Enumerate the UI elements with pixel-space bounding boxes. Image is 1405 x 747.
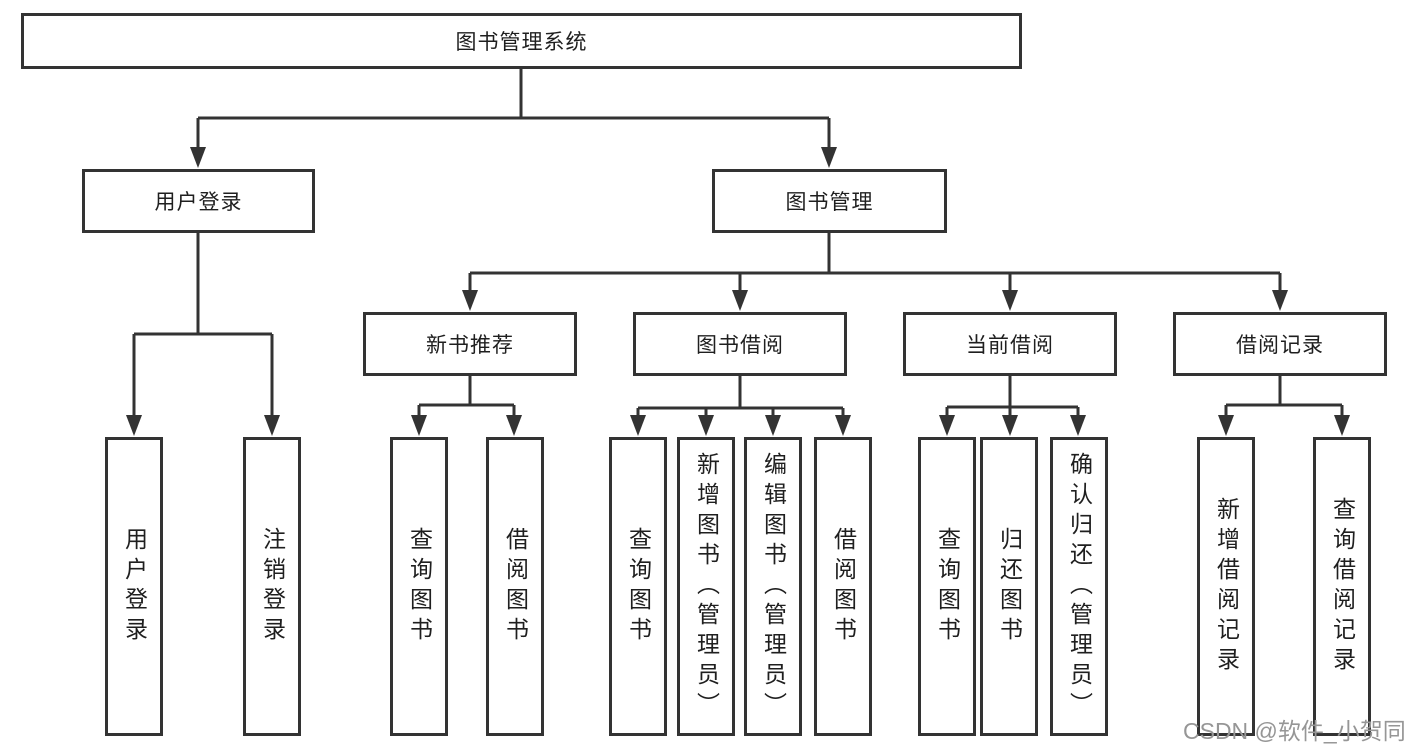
node-root-system: 图书管理系统 [21, 13, 1022, 69]
arrowhead-leaf-add-record [1218, 415, 1234, 436]
leaf-user-login-label: 用户登录 [121, 526, 148, 647]
leaf-add-borrow-record-label: 新增借阅记录 [1213, 496, 1240, 677]
connector-bookmgmt-to-level3 [468, 233, 1282, 294]
node-user-login-label: 用户登录 [154, 191, 243, 214]
node-user-login: 用户登录 [82, 169, 315, 233]
arrowhead-leaf-add-books [698, 415, 714, 436]
arrowhead-leaf-query-books-1 [411, 415, 427, 436]
leaf-return-books: 归还图书 [980, 437, 1038, 736]
leaf-borrow-books-2: 借阅图书 [814, 437, 872, 736]
leaf-query-books-1: 查询图书 [390, 437, 448, 736]
connector-borrowrecords-to-leaves [1224, 376, 1344, 418]
node-book-mgmt: 图书管理 [712, 169, 947, 233]
node-book-mgmt-label: 图书管理 [785, 191, 874, 214]
leaf-query-books-2: 查询图书 [609, 437, 667, 736]
connector-currentborrow-to-leaves [945, 376, 1080, 418]
node-new-books: 新书推荐 [363, 312, 577, 376]
leaf-borrow-books-2-label: 借阅图书 [830, 526, 857, 647]
leaf-add-borrow-record: 新增借阅记录 [1197, 437, 1255, 736]
node-root-label: 图书管理系统 [455, 31, 588, 54]
arrowhead-leaf-borrow-books-1 [506, 415, 522, 436]
arrowhead-leaf-logout [264, 415, 280, 436]
arrowhead-new-books [462, 290, 478, 311]
leaf-confirm-return-admin: 确认归还（管理员） [1050, 437, 1108, 736]
node-current-borrow: 当前借阅 [903, 312, 1117, 376]
arrowhead-leaf-user-login [126, 415, 142, 436]
leaf-query-books-1-label: 查询图书 [406, 526, 433, 647]
arrowhead-leaf-borrow-books-2 [835, 415, 851, 436]
leaf-add-books-admin-label: 新增图书（管理员） [693, 451, 720, 722]
node-borrow-records-label: 借阅记录 [1236, 334, 1324, 357]
node-new-books-label: 新书推荐 [426, 334, 514, 357]
leaf-add-books-admin: 新增图书（管理员） [677, 437, 735, 736]
node-book-borrow-label: 图书借阅 [696, 334, 784, 357]
arrowhead-leaf-query-books-3 [939, 415, 955, 436]
leaf-edit-books-admin: 编辑图书（管理员） [744, 437, 802, 736]
arrowhead-user-login [190, 147, 206, 168]
leaf-return-books-label: 归还图书 [996, 526, 1023, 647]
connector-userlogin-to-leaves [132, 233, 274, 418]
arrowhead-borrow-records [1272, 290, 1288, 311]
node-borrow-records: 借阅记录 [1173, 312, 1387, 376]
leaf-borrow-books-1: 借阅图书 [486, 437, 544, 736]
arrowhead-leaf-query-books-2 [630, 415, 646, 436]
leaf-query-borrow-record-label: 查询借阅记录 [1329, 496, 1356, 677]
arrowhead-leaf-confirm-return [1070, 415, 1086, 436]
arrowhead-leaf-return-books [1002, 415, 1018, 436]
node-current-borrow-label: 当前借阅 [966, 334, 1054, 357]
connector-newbooks-to-leaves [417, 376, 516, 418]
node-book-borrow: 图书借阅 [633, 312, 847, 376]
leaf-logout-label: 注销登录 [259, 526, 286, 647]
connector-bookborrow-to-leaves [636, 376, 845, 418]
arrowhead-book-mgmt [821, 147, 837, 168]
connector-root-to-level2 [196, 69, 831, 152]
arrowhead-leaf-edit-books [765, 415, 781, 436]
leaf-query-borrow-record: 查询借阅记录 [1313, 437, 1371, 736]
leaf-borrow-books-1-label: 借阅图书 [502, 526, 529, 647]
leaf-user-login: 用户登录 [105, 437, 163, 736]
leaf-query-books-3-label: 查询图书 [934, 526, 961, 647]
arrowhead-book-borrow [732, 290, 748, 311]
leaf-logout: 注销登录 [243, 437, 301, 736]
arrowhead-current-borrow [1002, 290, 1018, 311]
arrowhead-leaf-query-record [1334, 415, 1350, 436]
leaf-edit-books-admin-label: 编辑图书（管理员） [760, 451, 787, 722]
leaf-query-books-3: 查询图书 [918, 437, 976, 736]
leaf-confirm-return-admin-label: 确认归还（管理员） [1066, 451, 1093, 722]
csdn-watermark: CSDN @软件_小贺同学 [1183, 718, 1405, 744]
leaf-query-books-2-label: 查询图书 [625, 526, 652, 647]
